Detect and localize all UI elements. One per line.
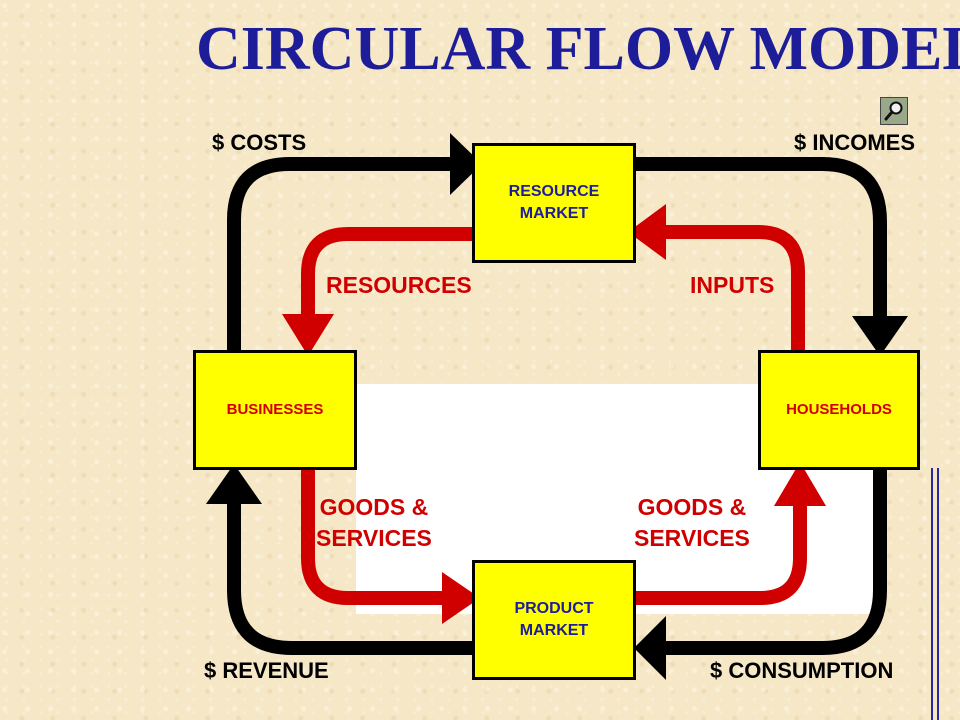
consumption-label: $ CONSUMPTION — [710, 658, 894, 683]
resource-market-label: RESOURCE MARKET — [508, 183, 600, 222]
real-flow-resources — [301, 227, 474, 316]
magnify-icon-glyph — [884, 101, 903, 121]
money-flow-incomes — [636, 157, 887, 318]
real-flow-goods-right-arrowhead — [774, 462, 826, 506]
page-title: CIRCULAR FLOW MODEL — [196, 15, 960, 83]
decorative-border-lines — [931, 468, 939, 720]
goods-services-left-label: GOODS & SERVICES — [316, 494, 432, 552]
money-flow-consumption — [664, 468, 887, 655]
goods-services-right-label: GOODS & SERVICES — [634, 494, 750, 552]
money-flow-revenue — [227, 500, 474, 655]
real-flow-goods-right — [636, 504, 807, 605]
inputs-label: INPUTS — [690, 272, 775, 298]
money-flow-costs-arrowhead — [450, 133, 482, 195]
households-label: HOUSEHOLDS — [786, 400, 892, 418]
businesses-label: BUSINESSES — [226, 400, 324, 418]
costs-label: $ COSTS — [212, 130, 307, 155]
revenue-label: $ REVENUE — [204, 658, 329, 683]
resource-market-box: RESOURCE MARKET — [472, 143, 636, 263]
resources-label: RESOURCES — [326, 272, 472, 298]
money-flow-revenue-arrowhead — [206, 464, 262, 504]
real-flow-inputs — [664, 225, 805, 352]
money-flow-consumption-arrowhead — [634, 616, 666, 680]
money-flow-costs — [227, 157, 450, 352]
real-flow-goods-left-arrowhead — [442, 572, 480, 624]
real-flow-goods-left — [301, 468, 444, 605]
incomes-label: $ INCOMES — [794, 130, 916, 155]
product-market-label: PRODUCT MARKET — [514, 600, 594, 639]
product-market-box: PRODUCT MARKET — [472, 560, 636, 680]
money-flow-incomes-arrowhead — [852, 316, 908, 356]
households-box: HOUSEHOLDS — [758, 350, 920, 470]
real-flow-resources-arrowhead — [282, 314, 334, 356]
real-flow-inputs-arrowhead — [628, 204, 666, 260]
businesses-box: BUSINESSES — [193, 350, 357, 470]
magnify-icon[interactable] — [880, 97, 908, 125]
